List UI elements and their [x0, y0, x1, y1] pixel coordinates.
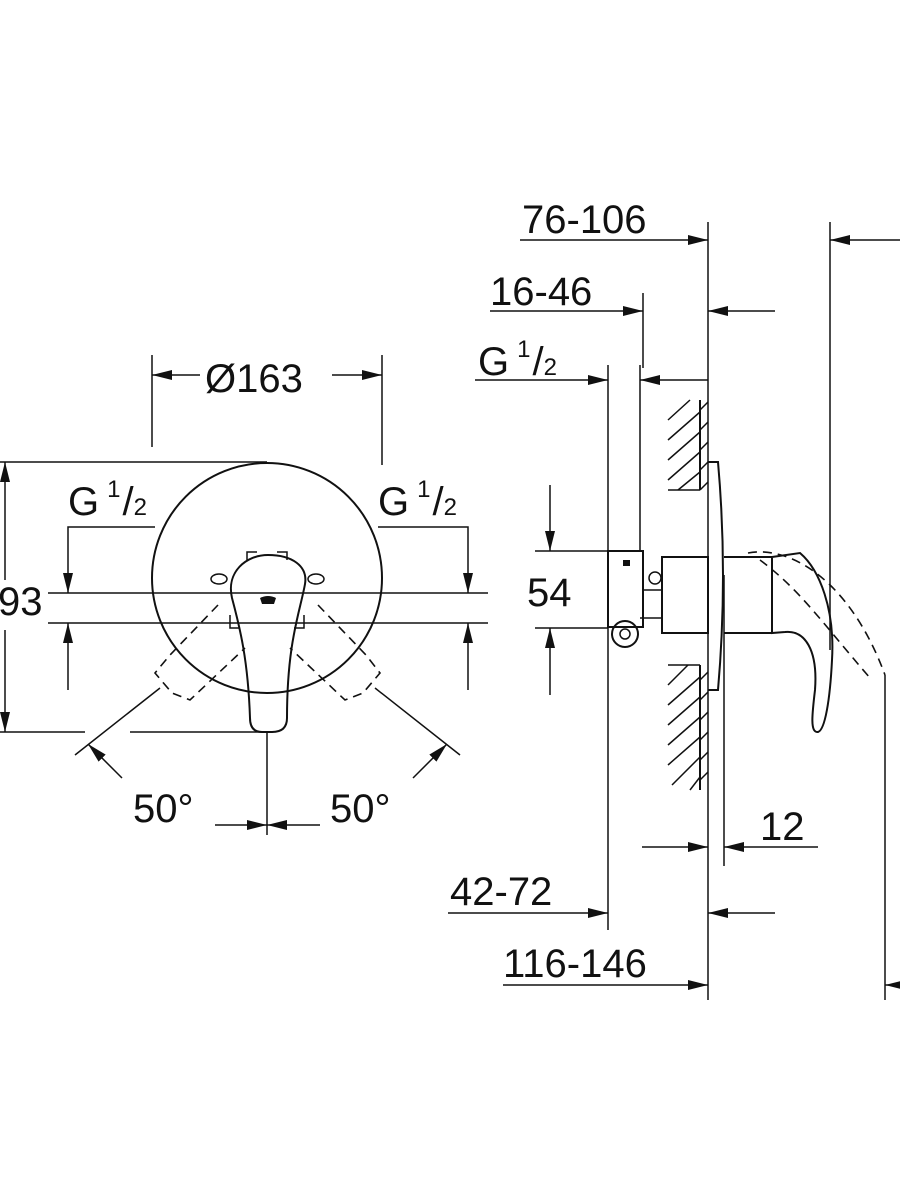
angle-left-label: 50° [133, 787, 194, 831]
spindle [724, 556, 772, 634]
angle-arrow [412, 743, 448, 779]
mounting-bracket [210, 551, 325, 629]
angle-leg [374, 687, 461, 756]
lever-swing-outline [153, 604, 382, 701]
dim-wall-offset-label: 16-46 [490, 270, 592, 314]
small-port [648, 571, 662, 585]
angle-right-label: 50° [330, 787, 391, 831]
valve-body [607, 550, 644, 628]
wall-section-upper [667, 399, 709, 491]
lever-profile [771, 551, 834, 733]
dim-rosette-label: 12 [760, 805, 805, 849]
lever-indicator [260, 596, 276, 604]
lever-swing-profile [747, 551, 886, 679]
angle-leg [74, 687, 161, 756]
angle-arrow [87, 743, 123, 779]
rosette-outline [151, 462, 383, 694]
dim-overall-label: 116-146 [503, 942, 647, 986]
cartridge-housing [661, 556, 709, 634]
leader-arrow [378, 526, 473, 593]
dim-total-depth-label: 76-106 [522, 198, 647, 242]
height-label: 93 [0, 580, 43, 624]
inlet-connector-inner [619, 628, 631, 640]
inlet-connector [611, 620, 639, 648]
dim-body-depth-label: 42-72 [450, 870, 552, 914]
body-connector [640, 589, 662, 619]
leader-arrow [63, 526, 155, 593]
diameter-label: Ø163 [205, 357, 303, 401]
dim-inlet-height-label: 54 [527, 571, 572, 615]
rosette-profile [708, 461, 724, 691]
valve-marking [623, 560, 630, 566]
lever-handle [229, 553, 307, 733]
wall-section-lower [667, 664, 709, 791]
